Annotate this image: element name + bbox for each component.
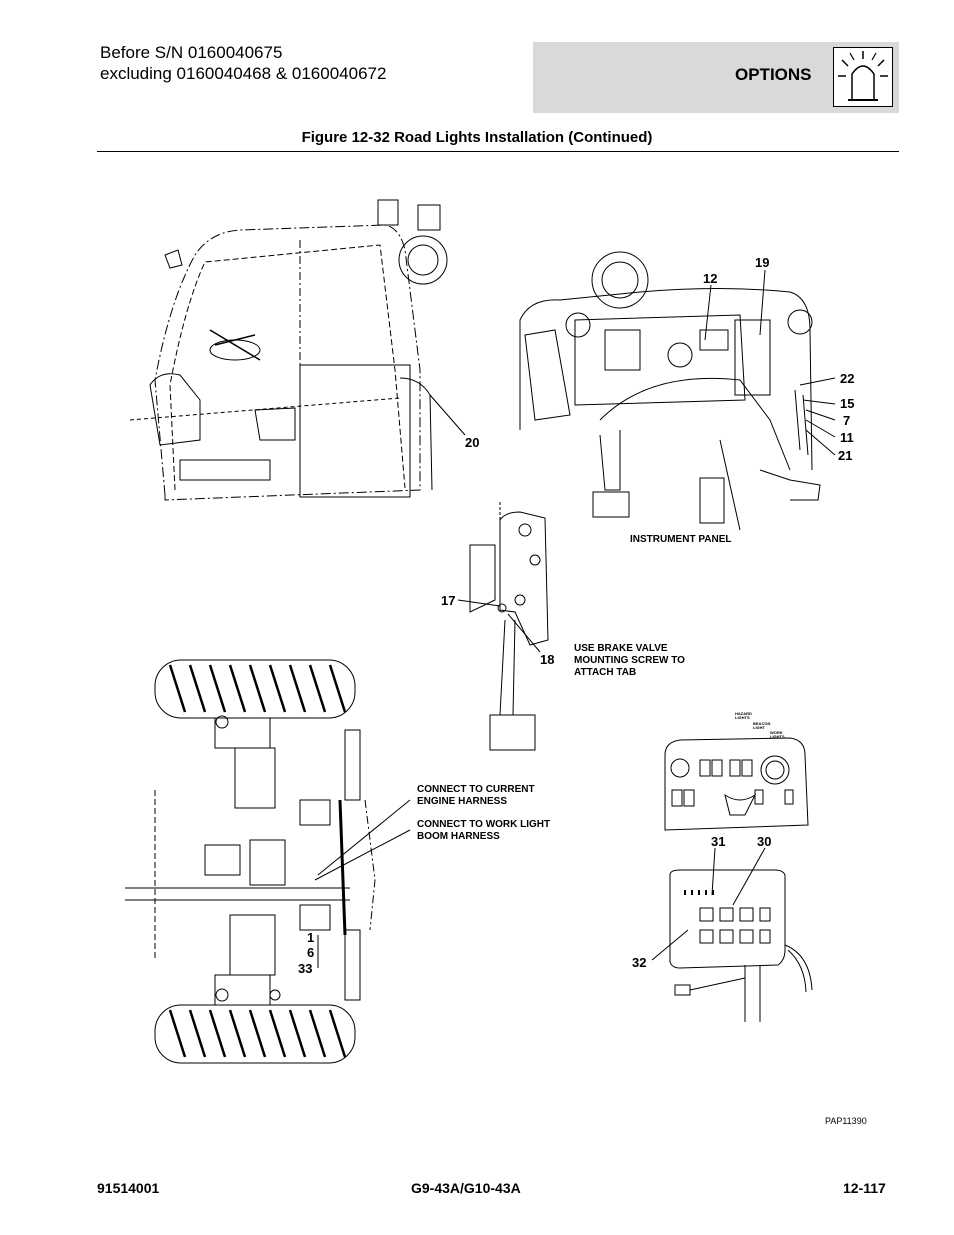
chassis-drawing: [125, 659, 411, 1064]
callout-32: 32: [632, 955, 647, 970]
section-title: OPTIONS: [735, 65, 812, 84]
footer-part-number: 91514001: [97, 1180, 160, 1196]
note-work-light-harness: CONNECT TO WORK LIGHT BOOM HARNESS: [417, 819, 550, 843]
cab-drawing: [129, 199, 466, 501]
callout-leader-lines: [317, 269, 836, 968]
note-current-harness-line-2: ENGINE HARNESS: [417, 796, 508, 807]
callout-17: 17: [441, 593, 456, 608]
beacon-light-icon: [833, 47, 893, 107]
footer-page-number: 12-117: [843, 1180, 886, 1196]
note-brake-valve-line-1: USE BRAKE VALVE: [574, 643, 668, 654]
figure-title: Figure 12-32 Road Lights Installation (C…: [301, 129, 653, 146]
callout-6: 6: [307, 945, 315, 960]
note-current-harness-line-1: CONNECT TO CURRENT: [417, 784, 535, 795]
callout-1: 1: [307, 930, 315, 945]
callout-19: 19: [755, 255, 770, 270]
note-brake-valve-line-2: MOUNTING SCREW TO: [574, 655, 685, 666]
figure-id: PAP11390: [825, 1116, 867, 1126]
label-beacon-light: BEACON LIGHT: [753, 721, 771, 730]
note-brake-valve: USE BRAKE VALVE MOUNTING SCREW TO ATTACH…: [574, 643, 685, 679]
callout-18: 18: [540, 652, 555, 667]
note-brake-valve-line-3: ATTACH TAB: [574, 667, 637, 678]
callout-30: 30: [757, 834, 772, 849]
switch-panel-drawing: [664, 737, 813, 1022]
callout-22: 22: [840, 371, 855, 386]
footer-model: G9-43A/G10-43A: [411, 1180, 521, 1196]
note-work-light-line-1: CONNECT TO WORK LIGHT: [417, 819, 551, 830]
callout-11: 11: [840, 430, 854, 445]
callout-12: 12: [703, 271, 718, 286]
label-hazard-lights: HAZARD LIGHTS: [735, 711, 752, 720]
header-divider: [97, 151, 899, 152]
serial-line-2: excluding 0160040468 & 0160040672: [100, 64, 387, 83]
header-serial-info: Before S/N 0160040675 excluding 01600404…: [100, 42, 386, 84]
serial-line-1: Before S/N 0160040675: [100, 43, 283, 62]
instrument-panel-drawing: [519, 251, 821, 531]
callout-33: 33: [298, 961, 313, 976]
note-work-light-line-2: BOOM HARNESS: [417, 831, 500, 842]
brake-pedal-drawing: [469, 500, 549, 751]
section-header-box: OPTIONS: [533, 42, 899, 113]
callout-21: 21: [838, 448, 853, 463]
label-work-lights: WORK LIGHTS: [770, 730, 785, 739]
note-current-harness: CONNECT TO CURRENT ENGINE HARNESS: [417, 784, 535, 808]
callout-31: 31: [711, 834, 726, 849]
callout-7: 7: [843, 413, 851, 428]
note-instrument-panel: INSTRUMENT PANEL: [630, 534, 732, 545]
callout-15: 15: [840, 396, 855, 411]
callout-20: 20: [465, 435, 480, 450]
